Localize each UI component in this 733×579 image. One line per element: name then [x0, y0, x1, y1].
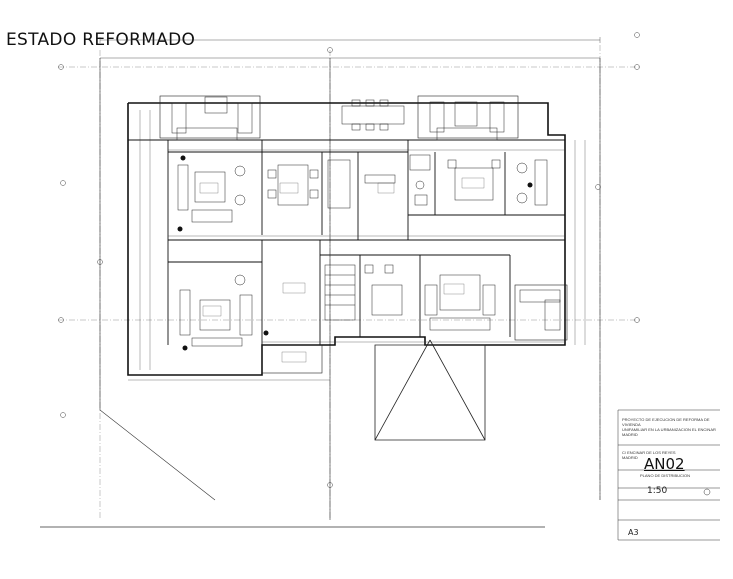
sheet-number: AN02 — [644, 455, 685, 473]
roof-outline — [374, 339, 486, 441]
paper-size: A3 — [628, 528, 639, 537]
furniture — [171, 96, 561, 347]
house-walls — [127, 102, 566, 376]
top-dimension — [99, 37, 601, 59]
grid-bubbles — [58, 32, 640, 488]
drawing-scale: 1:50 — [647, 486, 668, 496]
terrace — [159, 95, 568, 374]
title-block-frame — [617, 409, 720, 541]
plot-boundary — [99, 58, 601, 520]
project-description: PROYECTO DE EJECUCION DE REFORMA DE VIVI… — [622, 417, 716, 437]
dimension-chains — [128, 110, 586, 381]
grid-axes — [58, 45, 640, 520]
room-labels — [199, 177, 485, 363]
project-location: C/ ENCINAR DE LOS REYES MADRID — [622, 450, 676, 460]
level-markers — [177, 155, 533, 351]
house-walls-inner — [128, 139, 565, 345]
sheet-description: PLANO DE DISTRIBUCION — [640, 473, 691, 478]
